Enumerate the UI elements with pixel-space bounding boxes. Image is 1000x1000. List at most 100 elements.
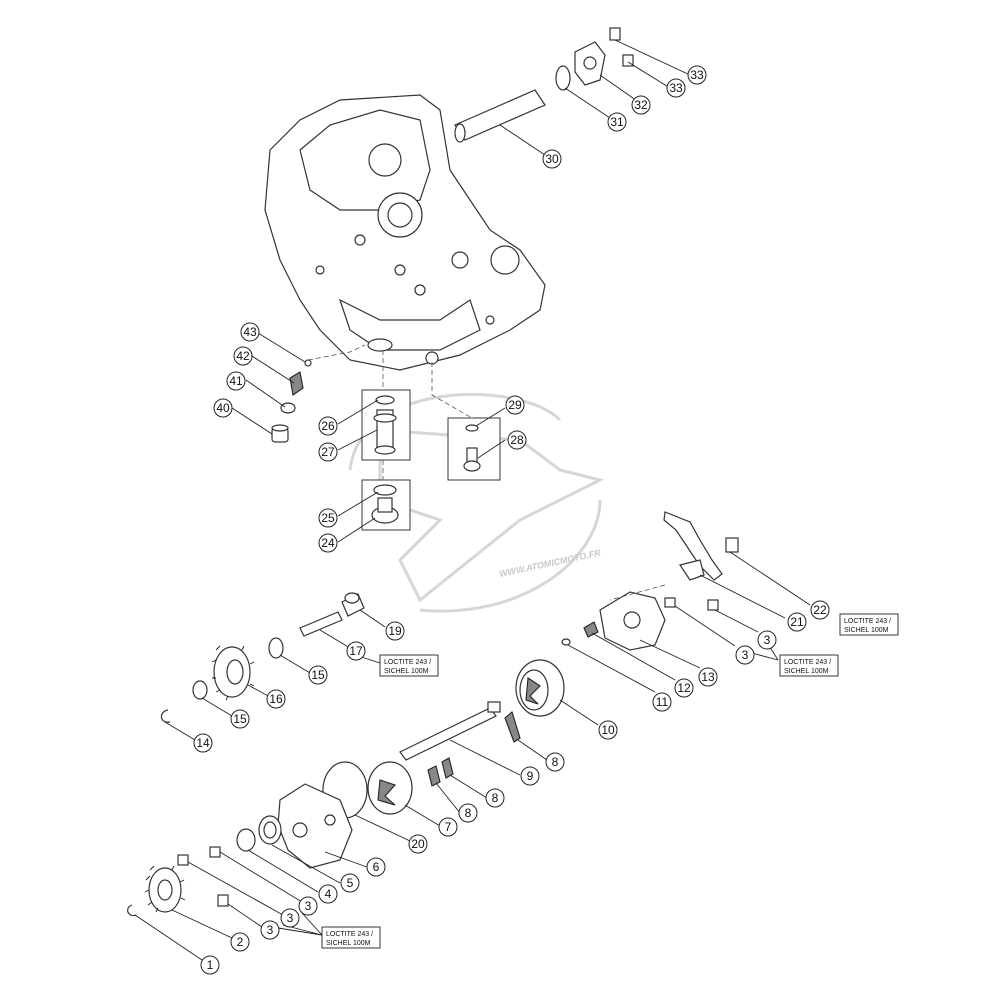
- pin-8b: [427, 765, 441, 787]
- callout-19: 19: [385, 621, 405, 641]
- tube-30: [454, 89, 546, 143]
- callout-22: 22: [810, 600, 830, 620]
- callout-42: 42: [233, 346, 253, 366]
- circlip-14: [160, 709, 171, 723]
- note-3a-line1: LOCTITE 243 /: [784, 659, 831, 666]
- screw-3b: [707, 599, 719, 611]
- note-17-box: LOCTITE 243 / SICHEL 100M: [379, 654, 439, 677]
- callout-14: 14: [193, 733, 213, 753]
- svg-text:8: 8: [492, 791, 499, 805]
- callout-3-a: 3: [260, 920, 280, 940]
- pump-gear-2: [144, 865, 186, 913]
- svg-text:3: 3: [742, 648, 749, 662]
- svg-text:9: 9: [527, 769, 534, 783]
- screw-33b: [622, 54, 634, 67]
- callout-32: 32: [631, 95, 651, 115]
- circlip-1: [127, 904, 137, 917]
- callout-6: 6: [366, 857, 386, 877]
- svg-text:31: 31: [610, 115, 624, 129]
- svg-text:15: 15: [311, 668, 325, 682]
- svg-text:11: 11: [656, 695, 669, 709]
- ball-11: [561, 638, 571, 646]
- sensor-28: [463, 447, 481, 472]
- svg-text:3: 3: [267, 923, 274, 937]
- pin-17: [299, 611, 343, 637]
- svg-text:16: 16: [269, 692, 283, 706]
- callout-8-a: 8: [545, 752, 565, 772]
- svg-text:33: 33: [669, 81, 683, 95]
- svg-text:15: 15: [233, 712, 247, 726]
- callout-27: 27: [318, 442, 338, 462]
- note-22-line1: LOCTITE 243 /: [844, 618, 891, 625]
- note-17-line1: LOCTITE 243 /: [384, 659, 431, 666]
- callout-2: 2: [230, 932, 250, 952]
- note-3a-line2: SICHEL 100M: [784, 668, 829, 675]
- svg-text:4: 4: [325, 887, 332, 901]
- washer-15a: [192, 680, 208, 700]
- note-22-box: LOCTITE 243 / SICHEL 100M: [839, 613, 899, 636]
- o-ring-26: [375, 395, 395, 405]
- callout-33-b: 33: [687, 65, 707, 85]
- callout-31: 31: [607, 112, 627, 132]
- svg-text:41: 41: [229, 374, 243, 388]
- spring-12: [583, 621, 599, 638]
- screw-3d: [209, 846, 221, 858]
- svg-text:3: 3: [305, 899, 312, 913]
- svg-text:28: 28: [510, 433, 524, 447]
- callout-4: 4: [318, 884, 338, 904]
- note-3b-line1: LOCTITE 243 /: [326, 931, 373, 938]
- svg-text:12: 12: [677, 681, 691, 695]
- callout-29: 29: [505, 395, 525, 415]
- svg-text:40: 40: [216, 401, 230, 415]
- washer-4: [236, 828, 256, 852]
- note-17-line2: SICHEL 100M: [384, 668, 429, 675]
- screw-33a: [609, 27, 621, 41]
- bolt-22: [725, 537, 739, 553]
- callout-13: 13: [698, 667, 718, 687]
- svg-text:20: 20: [411, 837, 425, 851]
- callout-41: 41: [226, 371, 246, 391]
- svg-text:42: 42: [236, 349, 250, 363]
- svg-text:17: 17: [349, 644, 363, 658]
- callout-8-c: 8: [458, 803, 478, 823]
- callout-20: 20: [408, 834, 428, 854]
- callout-9: 9: [520, 766, 540, 786]
- svg-text:32: 32: [634, 98, 648, 112]
- svg-text:14: 14: [196, 736, 210, 750]
- svg-text:8: 8: [552, 755, 559, 769]
- svg-text:7: 7: [445, 820, 452, 834]
- svg-text:3: 3: [764, 633, 771, 647]
- svg-text:43: 43: [243, 325, 257, 339]
- washer-41: [280, 402, 296, 414]
- callout-3-d: 3: [735, 645, 755, 665]
- callout-24: 24: [318, 533, 338, 553]
- callout-21: 21: [787, 612, 807, 632]
- ball-43: [304, 359, 312, 367]
- inner-rotor-7: [367, 761, 413, 815]
- note-3b-line2: SICHEL 100M: [326, 940, 371, 947]
- svg-text:29: 29: [508, 398, 522, 412]
- pin-8c: [441, 757, 454, 779]
- pin-8a: [504, 711, 521, 743]
- callout-26: 26: [318, 416, 338, 436]
- callout-5: 5: [340, 873, 360, 893]
- callout-16: 16: [266, 689, 286, 709]
- callout-3-b: 3: [280, 908, 300, 928]
- svg-text:24: 24: [321, 536, 335, 550]
- filter-27: [373, 409, 397, 455]
- o-ring-31: [555, 65, 571, 91]
- pump-shaft-9: [399, 701, 501, 761]
- crankcase: [264, 94, 546, 371]
- callout-28: 28: [507, 430, 527, 450]
- svg-text:26: 26: [321, 419, 335, 433]
- note-3b-box: LOCTITE 243 / SICHEL 100M: [321, 926, 381, 949]
- watermark-text: WWW.ATOMICMOTO.FR: [498, 548, 602, 579]
- kickstart-lever-21: [663, 511, 723, 581]
- callout-25: 25: [318, 508, 338, 528]
- bushing-19: [341, 592, 365, 617]
- note-22-line2: SICHEL 100M: [844, 627, 889, 634]
- callout-43: 43: [240, 322, 260, 342]
- callout-8-b: 8: [485, 788, 505, 808]
